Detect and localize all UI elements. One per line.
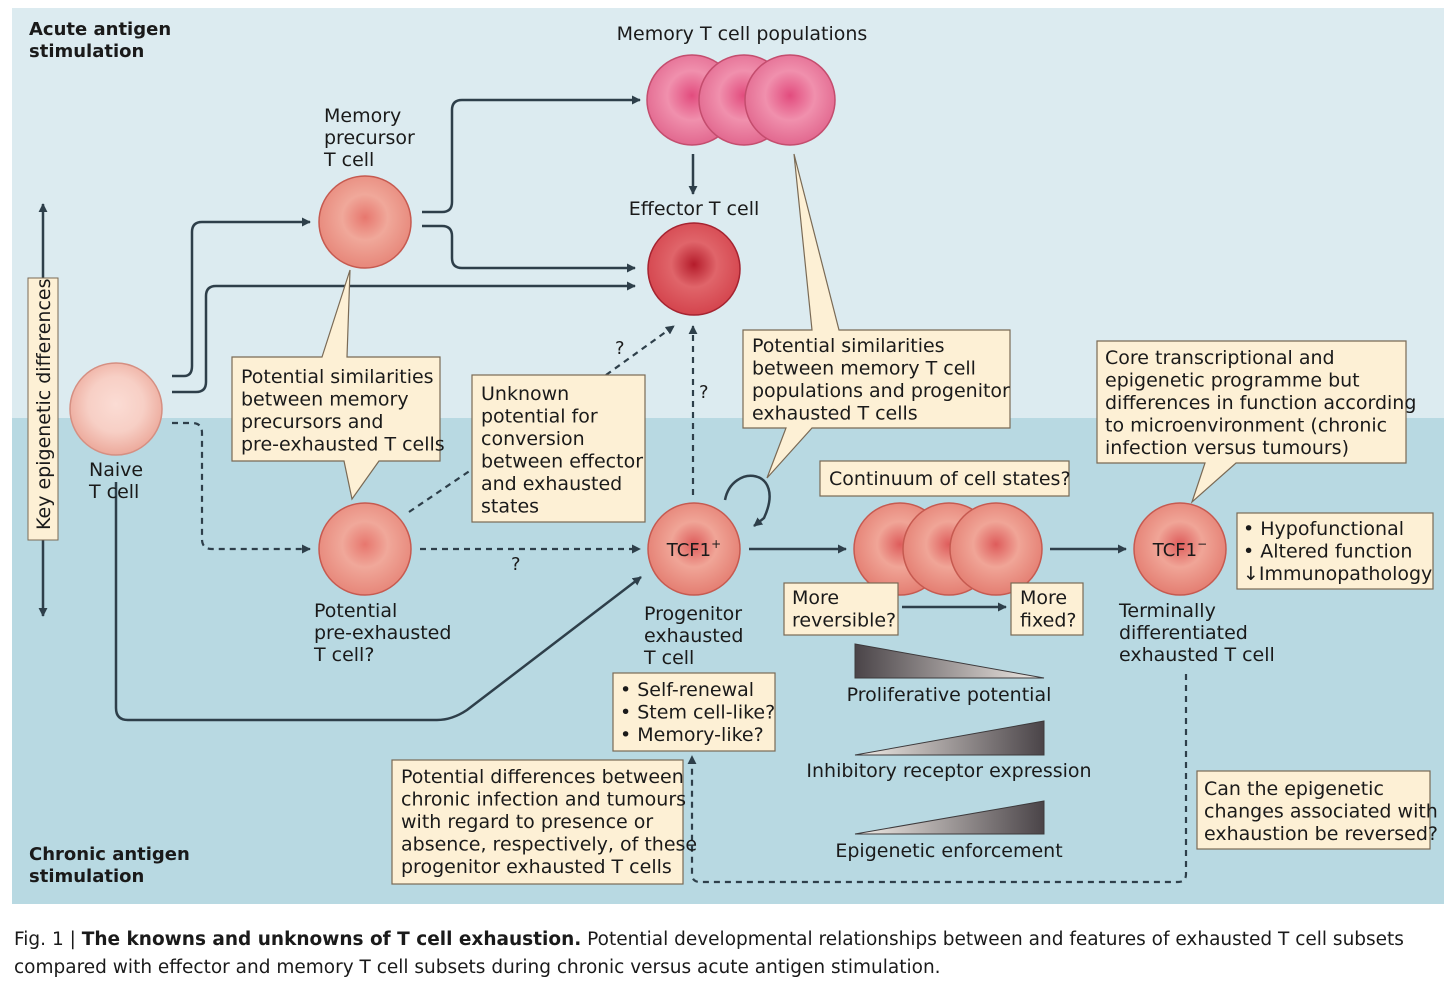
question-effector-conversion: ? [615,338,625,359]
continuum-cell-3 [949,502,1043,596]
arrow-precursor-to-memory [422,95,641,214]
progenitor-marker: TCF1+ [666,537,721,561]
arrow-naive-to-pre-exhausted [172,421,311,554]
pre-exhausted-cell [318,502,412,596]
memory-cell-3 [744,54,836,146]
svg-text:Continuum of cell states?: Continuum of cell states? [829,468,1071,490]
terminal-exhausted-cell [1133,502,1227,596]
wedge-proliferative [854,643,1045,679]
wedge-inhibitory-label: Inhibitory receptor expression [806,760,1091,782]
caption-text: Potential developmental relationships be… [14,929,1404,978]
arrow-naive-to-progenitor [114,482,642,722]
dashed-pre-exhausted-to-callout [408,467,475,513]
effector-label: Effector T cell [629,198,760,220]
wedge-epigenetic-label: Epigenetic enforcement [835,840,1062,862]
epigenetic-axis-label-box [27,277,59,541]
naive-cell [69,362,163,456]
caption-fig-label: Fig. 1 | [14,929,76,950]
arrow-naive-to-memory-precursor [172,217,311,378]
terminal-marker: TCF1− [1152,537,1207,561]
wedge-inhibitory [854,720,1045,756]
arrow-precursor-to-effector [422,224,636,273]
memory-populations-label: Memory T cell populations [617,23,868,45]
callout-terminal-features: • Hypofunctional• Altered function↓Immun… [1236,512,1434,590]
wedge-epigenetic [854,800,1045,835]
svg-text:• Self-renewal• Stem cell-like: • Self-renewal• Stem cell-like?• Memory-… [620,679,775,746]
arrow-naive-to-effector [172,281,636,394]
epigenetic-axis-label: Key epigenetic differences [33,279,55,531]
progenitor-exhausted-cell [647,502,741,596]
figure-caption: Fig. 1 | The knowns and unknowns of T ce… [14,926,1444,982]
self-renewal-loop-arrow [723,474,771,527]
arrow-callout-to-effector [605,325,675,376]
question-pre-exhausted-progenitor: ? [511,554,521,575]
question-progenitor-effector: ? [699,382,709,403]
callout-continuum: Continuum of cell states? [819,460,1071,497]
effector-cell [647,222,741,316]
callout-progenitor-features: • Self-renewal• Stem cell-like?• Memory-… [612,672,776,752]
caption-title: The knowns and unknowns of T cell exhaus… [81,929,582,950]
memory-precursor-cell [318,175,412,269]
svg-text:• Hypofunctional• Altered func: • Hypofunctional• Altered function↓Immun… [1243,518,1432,585]
arrow-terminal-reversal-question [687,674,1188,884]
wedge-proliferative-label: Proliferative potential [847,684,1052,706]
